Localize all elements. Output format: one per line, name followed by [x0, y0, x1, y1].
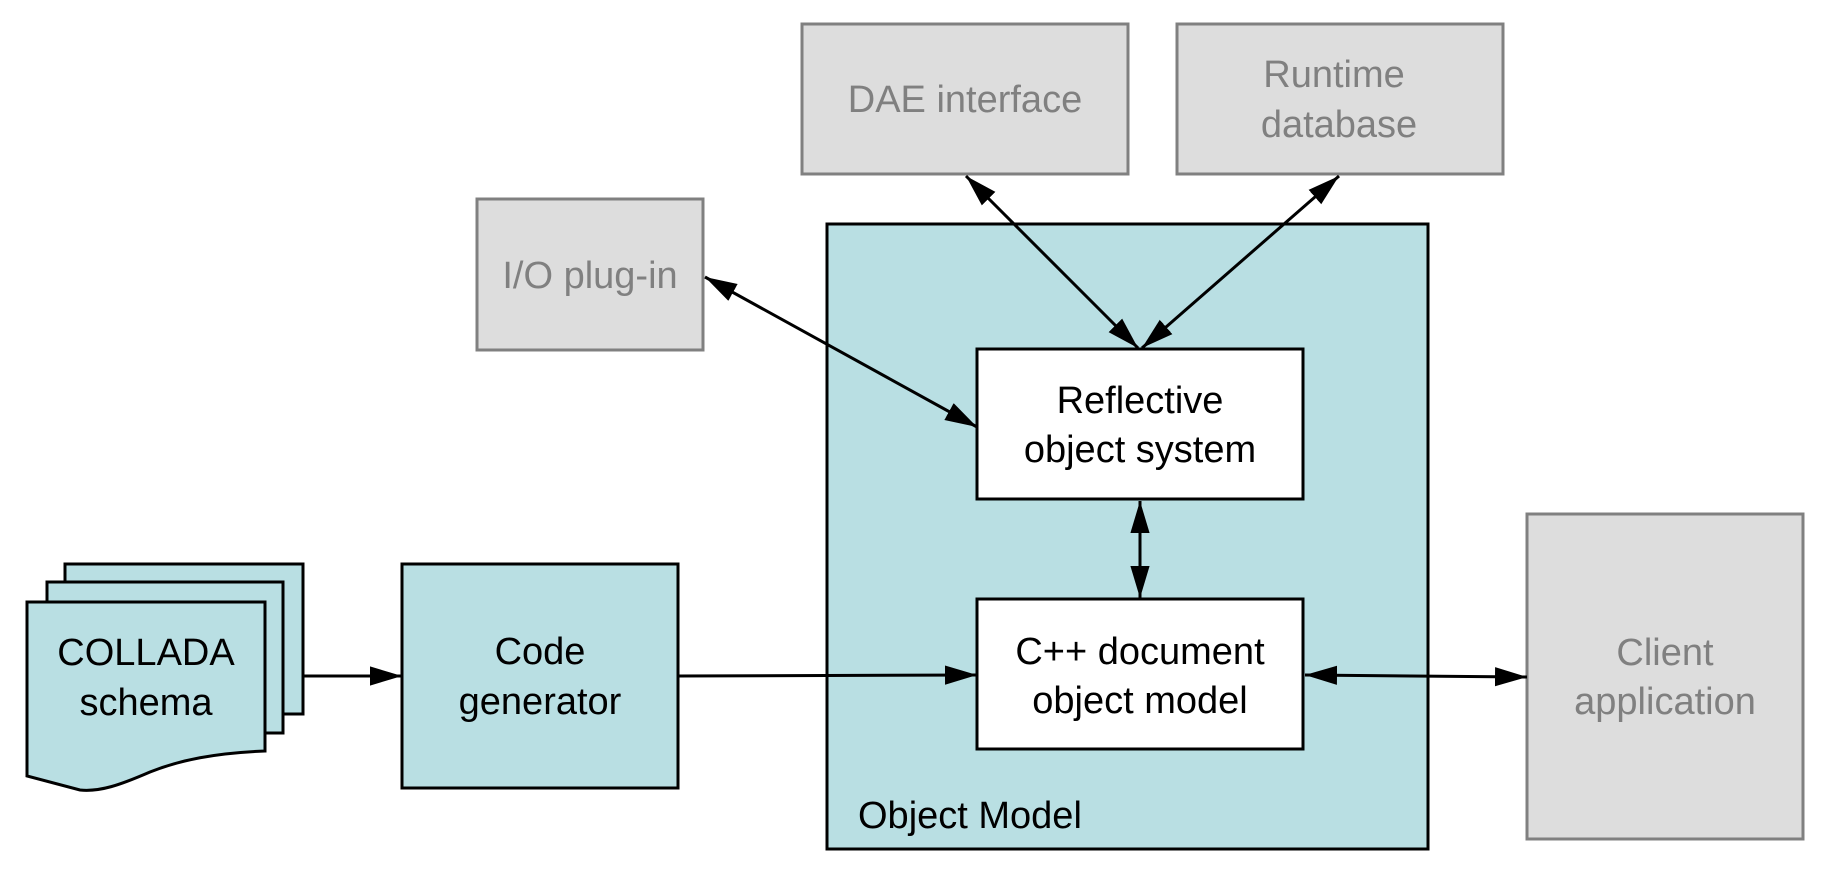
- object-model-container: Object Model: [825, 222, 1430, 851]
- client-application-line-2: application: [1574, 681, 1756, 723]
- code-generator-line-2: generator: [459, 681, 622, 723]
- runtime-database-line-2: database: [1261, 104, 1417, 146]
- edge-codegen-to-cppdom: [677, 665, 978, 685]
- cpp-dom-node: C++ document object model: [975, 597, 1305, 751]
- client-application-line-1: Client: [1616, 632, 1714, 674]
- dae-interface-node: DAE interface: [800, 22, 1130, 176]
- io-plugin-label: I/O plug-in: [502, 255, 677, 297]
- collada-schema-line-1: COLLADA: [57, 632, 235, 674]
- object-model-label: Object Model: [858, 795, 1082, 837]
- edges: [303, 174, 1528, 687]
- document-page-front: [25, 600, 267, 792]
- runtime-database-line-1: Runtime: [1263, 54, 1405, 96]
- dae-interface-label: DAE interface: [848, 79, 1082, 121]
- io-plugin-node: I/O plug-in: [475, 197, 705, 352]
- code-generator-line-1: Code: [495, 631, 586, 673]
- cpp-dom-line-1: C++ document: [1015, 631, 1265, 673]
- client-application-node: Client application: [1525, 512, 1805, 841]
- collada-schema-line-2: schema: [79, 682, 213, 724]
- reflective-object-system-node: Reflective object system: [975, 347, 1305, 501]
- edge-reflective-dae: [964, 174, 1140, 350]
- runtime-database-node: Runtime database: [1175, 22, 1505, 176]
- code-generator-node: Code generator: [400, 562, 680, 790]
- cpp-dom-line-2: object model: [1032, 680, 1247, 722]
- collada-schema-node: COLLADA schema: [25, 562, 305, 792]
- reflective-line-1: Reflective: [1057, 380, 1224, 422]
- edge-reflective-runtime: [1141, 174, 1340, 350]
- edge-reflective-ioplugin: [704, 275, 978, 429]
- edge-cppdom-client: [1304, 665, 1528, 687]
- reflective-line-2: object system: [1024, 429, 1256, 471]
